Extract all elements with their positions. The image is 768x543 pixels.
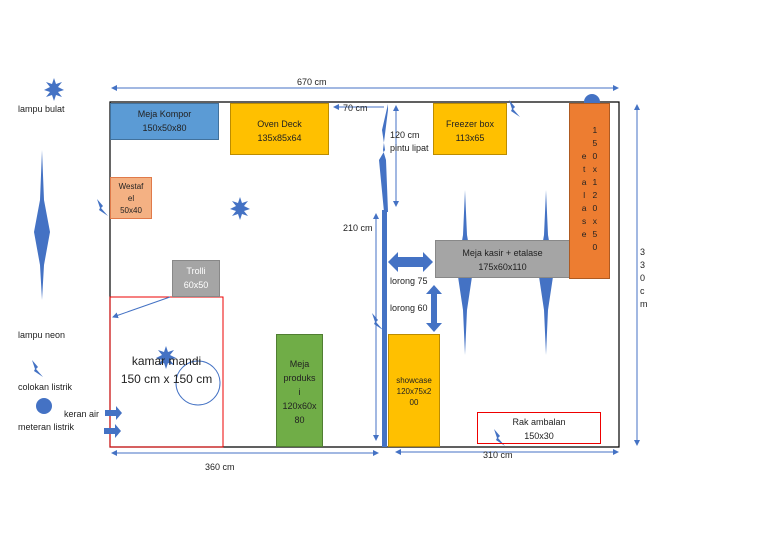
dim-70: 70 cm xyxy=(343,103,368,113)
lamp-bulb-icon xyxy=(44,78,64,101)
partition-wall xyxy=(382,210,387,447)
kamar-mandi-wall xyxy=(109,296,224,448)
label: showcase xyxy=(396,376,432,385)
socket-icon xyxy=(494,429,505,446)
dim-670: 670 cm xyxy=(297,77,327,87)
legend-meteran: meteran listrik xyxy=(18,422,75,432)
dim-210: 210 cm xyxy=(343,223,373,233)
legend-keran: keran air xyxy=(64,409,100,419)
folding-door-icon xyxy=(379,104,388,212)
dim-120: 120 cm xyxy=(390,130,420,140)
label: Trolli xyxy=(186,266,206,276)
socket-icon xyxy=(97,199,108,216)
dim-330: 3 3 0 c m xyxy=(640,247,648,309)
label: kamar mandi xyxy=(131,354,202,368)
door-swing-line xyxy=(112,296,171,319)
label: Oven Deck xyxy=(257,119,302,129)
label: Westaf el xyxy=(118,182,144,203)
aisle-75-label: lorong 75 xyxy=(390,276,428,286)
meja-produksi: Meja produks i 120x60x 80 xyxy=(276,334,323,447)
size: 150x50x80 xyxy=(142,123,187,133)
label: Meja kasir + etalase xyxy=(462,248,543,258)
size: 1 5 0 x 1 2 0 x 5 0 xyxy=(592,125,598,252)
aisle-75-arrow xyxy=(388,252,433,272)
lamp-bulb-icon xyxy=(230,197,250,220)
socket-icon xyxy=(32,360,43,377)
kamar-mandi: kamar mandi 150 cm x 150 cm xyxy=(110,352,223,388)
freezer-box: Freezer box 113x65 xyxy=(433,103,507,155)
meja-kasir: Meja kasir + etalase 175x60x110 xyxy=(435,240,570,278)
label: e t a l a s e xyxy=(581,151,587,239)
size: 150x30 xyxy=(524,431,554,441)
door-label: pintu lipat xyxy=(390,143,429,153)
faucet-arrow-icon xyxy=(105,406,122,420)
dim-310: 310 cm xyxy=(483,450,513,460)
aisle-60-label: lorong 60 xyxy=(390,303,428,313)
oven-deck: Oven Deck 135x85x64 xyxy=(230,103,329,155)
label: Freezer box xyxy=(445,119,495,129)
size: 175x60x110 xyxy=(478,262,527,272)
size: 113x65 xyxy=(455,133,485,143)
size: 120x75x2 00 xyxy=(396,387,432,407)
size: 150 cm x 150 cm xyxy=(120,372,213,386)
rak-ambalan: Rak ambalan 150x30 xyxy=(477,412,601,444)
size: 120x60x 80 xyxy=(282,401,317,425)
socket-icon xyxy=(372,313,383,330)
meter-icon xyxy=(36,398,52,414)
socket-icon xyxy=(509,100,520,117)
aisle-60-arrow xyxy=(426,285,442,332)
label: Meja produks i xyxy=(283,359,316,397)
meja-kompor: Meja Kompor 150x50x80 xyxy=(110,103,219,140)
faucet-arrow-icon xyxy=(104,424,121,438)
legend-lampu-neon: lampu neon xyxy=(18,330,66,340)
label: Meja Kompor xyxy=(137,109,192,119)
dim-360: 360 cm xyxy=(205,462,235,472)
label: Rak ambalan xyxy=(512,417,566,427)
trolli: Trolli 60x50 xyxy=(172,260,220,297)
size: 60x50 xyxy=(183,280,209,290)
etalase: e t a l a s e 1 5 0 x 1 2 0 x 5 0 xyxy=(569,103,610,279)
legend-lampu-bulat: lampu bulat xyxy=(18,104,65,114)
socket-icons xyxy=(32,100,520,446)
legend-colokan: colokan listrik xyxy=(18,382,73,392)
neon-lamp-icon xyxy=(34,150,50,300)
size: 135x85x64 xyxy=(257,133,302,143)
shower-circle xyxy=(175,360,221,406)
lamp-bulb-icon xyxy=(156,346,176,369)
westafel: Westaf el 50x40 xyxy=(110,177,152,219)
size: 50x40 xyxy=(120,206,142,215)
showcase: showcase 120x75x2 00 xyxy=(388,334,440,447)
